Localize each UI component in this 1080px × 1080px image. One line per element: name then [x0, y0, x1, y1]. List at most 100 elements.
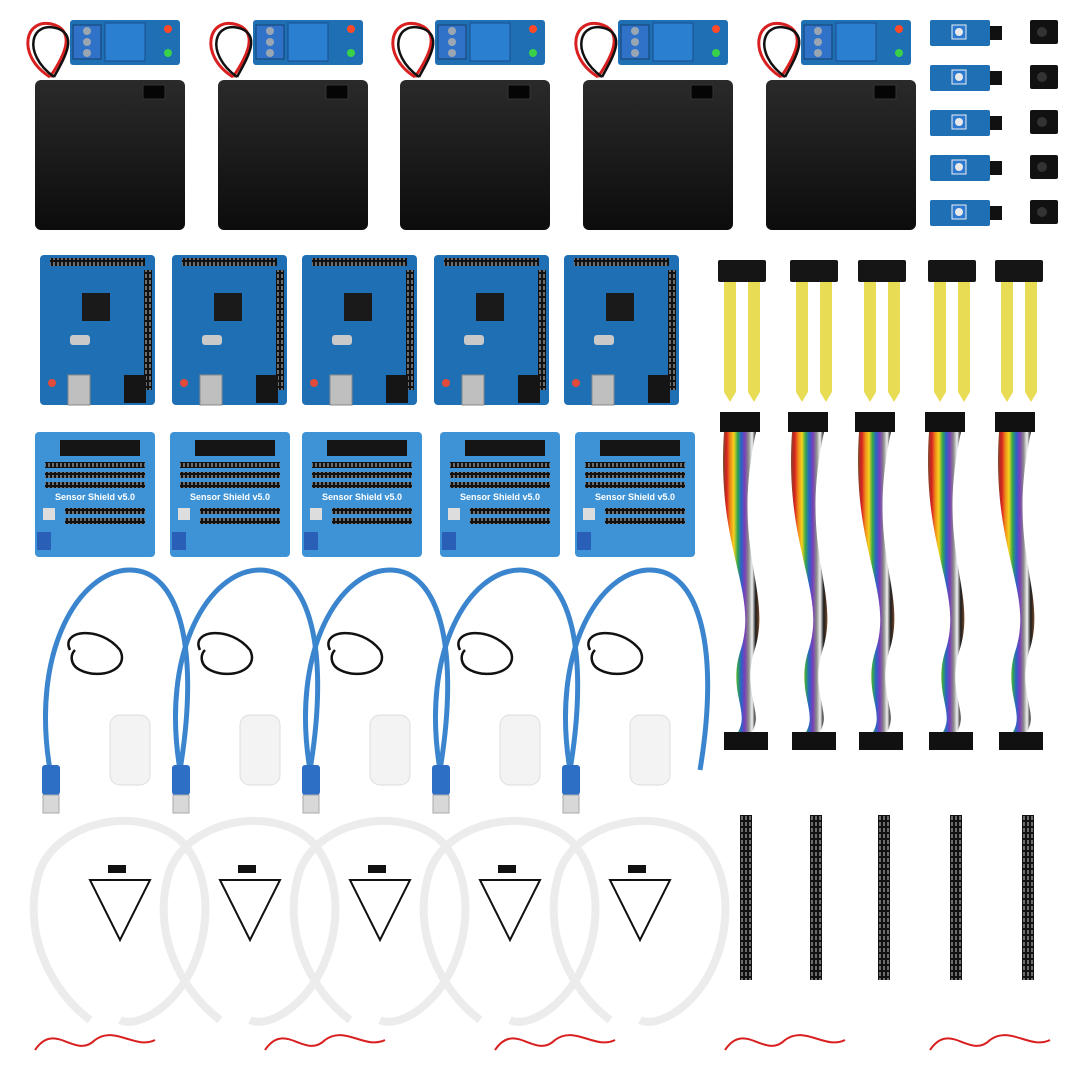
led-red: [712, 25, 720, 33]
relay-cube: [469, 22, 511, 62]
top-connector: [195, 440, 275, 456]
side-header: [406, 270, 414, 390]
reset-button: [178, 508, 190, 520]
jumper-ribbon-icon: [925, 412, 973, 750]
relay-battery-icon: [209, 20, 368, 230]
jumper-ribbon-icon: [720, 412, 768, 750]
usb-port: [67, 374, 91, 406]
power-terminal: [304, 532, 318, 550]
jumper-ribbon-row: [720, 412, 1043, 750]
usb-metal: [562, 794, 580, 814]
probe-head: [718, 260, 766, 282]
wire-icon: [724, 1034, 846, 1051]
sensor-module-column: [930, 20, 1002, 226]
sensor-shield-icon: Sensor Shield v5.0: [35, 432, 155, 557]
usb-cable-loop: [43, 567, 191, 771]
pin-bank: [585, 472, 685, 478]
probe-head: [995, 260, 1043, 282]
tube-icon: [549, 816, 730, 1026]
ribbon-wires: [723, 432, 760, 732]
pin-bank: [312, 482, 412, 488]
pin-header-strip: [1022, 815, 1034, 980]
pin-strip: [990, 206, 1002, 220]
pin-bank: [332, 518, 412, 524]
reset-button: [448, 508, 460, 520]
ribbon-bottom-plugs: [929, 732, 973, 750]
terminal-screw: [83, 27, 91, 35]
reset-button: [310, 508, 322, 520]
tube-icon: [419, 816, 600, 1026]
wire-icon: [264, 1034, 386, 1051]
dc-jack-icon: [1030, 155, 1058, 179]
usb-cable-loop: [563, 567, 711, 771]
water-pump: [629, 714, 671, 786]
top-header: [574, 258, 669, 266]
probe-left-prong: [796, 282, 808, 392]
wire-icon: [34, 1034, 156, 1051]
tube-row: [29, 816, 730, 1026]
soil-probe-icon: [928, 260, 976, 402]
pin-bank: [585, 462, 685, 468]
usb-port: [329, 374, 353, 406]
pin-bank: [312, 472, 412, 478]
red-wire: [34, 1034, 156, 1051]
top-connector: [465, 440, 545, 456]
red-wire: [494, 1034, 616, 1051]
shield-label: Sensor Shield v5.0: [460, 492, 540, 502]
battery-box: [766, 80, 916, 230]
probe-tip: [796, 392, 832, 402]
terminal-screw: [266, 49, 274, 57]
pump-lead: [457, 631, 514, 676]
top-connector: [60, 440, 140, 456]
barrel-jack: [386, 375, 408, 403]
sensor-module-icon: [930, 20, 1002, 46]
battery-lead: [763, 26, 801, 79]
pin-header-icon: [950, 815, 962, 980]
uno-pcb: [434, 255, 549, 405]
probe-right-prong: [888, 282, 900, 392]
relay-cube: [835, 22, 877, 62]
led-red: [164, 25, 172, 33]
pin-bank: [200, 508, 280, 514]
pin-header-icon: [878, 815, 890, 980]
pin-strip: [990, 26, 1002, 40]
mcu-chip: [606, 293, 634, 321]
pin-bank: [332, 508, 412, 514]
soil-probe-icon: [790, 260, 838, 402]
pin-header-icon: [810, 815, 822, 980]
silicone-tube: [289, 816, 470, 1026]
pin-bank: [312, 462, 412, 468]
usb-port: [591, 374, 615, 406]
usb-cable-icon: [42, 567, 191, 814]
reset-button: [48, 379, 56, 387]
battery-lead: [757, 21, 799, 79]
pin-bank: [605, 518, 685, 524]
ribbon-top-plugs: [855, 412, 895, 432]
pin-bank: [585, 482, 685, 488]
jack-hole: [1037, 117, 1047, 127]
usb-cable-loop: [173, 567, 321, 771]
sensor-lead-loop: [478, 879, 542, 943]
reset-button: [442, 379, 450, 387]
ribbon-bottom-plugs: [724, 732, 768, 750]
jumper-ribbon-icon: [788, 412, 836, 750]
battery-lead: [215, 26, 253, 79]
ribbon-top-plugs: [995, 412, 1035, 432]
led-red: [347, 25, 355, 33]
led-red: [529, 25, 537, 33]
battery-switch: [507, 84, 531, 100]
pin-bank: [180, 462, 280, 468]
terminal-screw: [83, 49, 91, 57]
tube-icon: [159, 816, 340, 1026]
jack-hole: [1037, 27, 1047, 37]
water-pump: [239, 714, 281, 786]
jack-hole: [1037, 72, 1047, 82]
led-green: [712, 49, 720, 57]
top-header: [312, 258, 407, 266]
sensor-lead-loop: [608, 879, 672, 943]
usb-port: [461, 374, 485, 406]
pin-bank: [65, 508, 145, 514]
probe-left-prong: [724, 282, 736, 392]
